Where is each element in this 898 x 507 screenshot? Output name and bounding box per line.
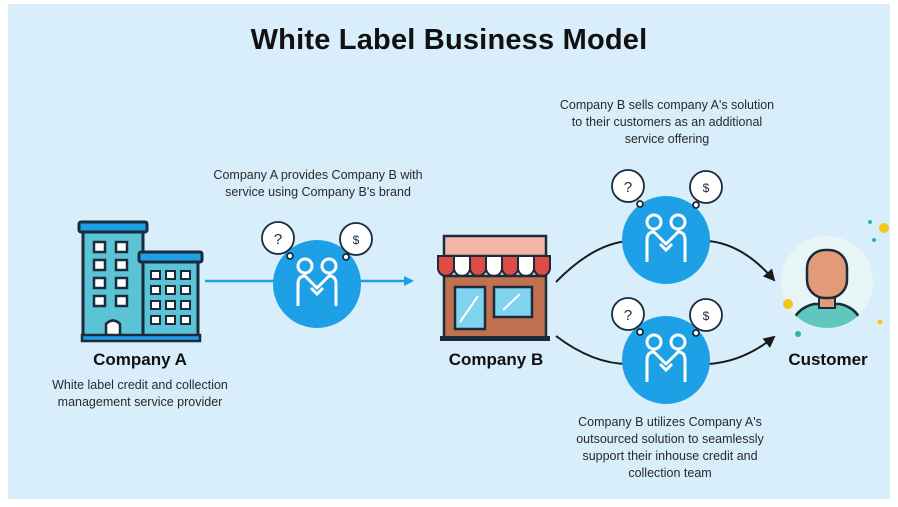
customer-label: Customer xyxy=(788,350,868,369)
curve-b-to-upper xyxy=(555,240,629,283)
diagram-title: White Label Business Model xyxy=(250,24,648,56)
caption-b-utilizes: Company B utilizes Company A's outsource… xyxy=(576,415,764,480)
arrow-lower-to-customer xyxy=(707,335,776,365)
company-a-description: White label credit and collection manage… xyxy=(52,378,228,409)
dollar-icon: $ xyxy=(353,233,360,247)
question-mark-icon: ? xyxy=(274,231,282,248)
handshake-icon xyxy=(622,196,710,284)
handshake-icon xyxy=(273,240,361,328)
speech-bubbles xyxy=(261,169,723,337)
company-b-label: Company B xyxy=(448,350,544,369)
dollar-icon: $ xyxy=(703,309,710,323)
storefront-icon xyxy=(437,234,551,341)
question-mark-icon: ? xyxy=(624,179,632,196)
dollar-icon: $ xyxy=(703,181,710,195)
handshake-icon xyxy=(622,316,710,404)
caption-b-sells: Company B sells company A's solution to … xyxy=(559,98,775,146)
question-mark-icon: ? xyxy=(624,307,632,324)
office-building-icon xyxy=(77,220,204,343)
company-a-label: Company A xyxy=(93,350,187,369)
person-avatar-icon xyxy=(781,220,889,337)
diagram-graphics: ? $ ? $ ? $ xyxy=(77,169,889,404)
caption-a-to-b: Company A provides Company B with servic… xyxy=(213,168,423,199)
diagram-canvas: ? $ ? $ ? $ White Label Business Mod xyxy=(8,4,890,499)
curve-b-to-lower xyxy=(555,335,629,365)
arrow-upper-to-customer xyxy=(707,240,776,282)
